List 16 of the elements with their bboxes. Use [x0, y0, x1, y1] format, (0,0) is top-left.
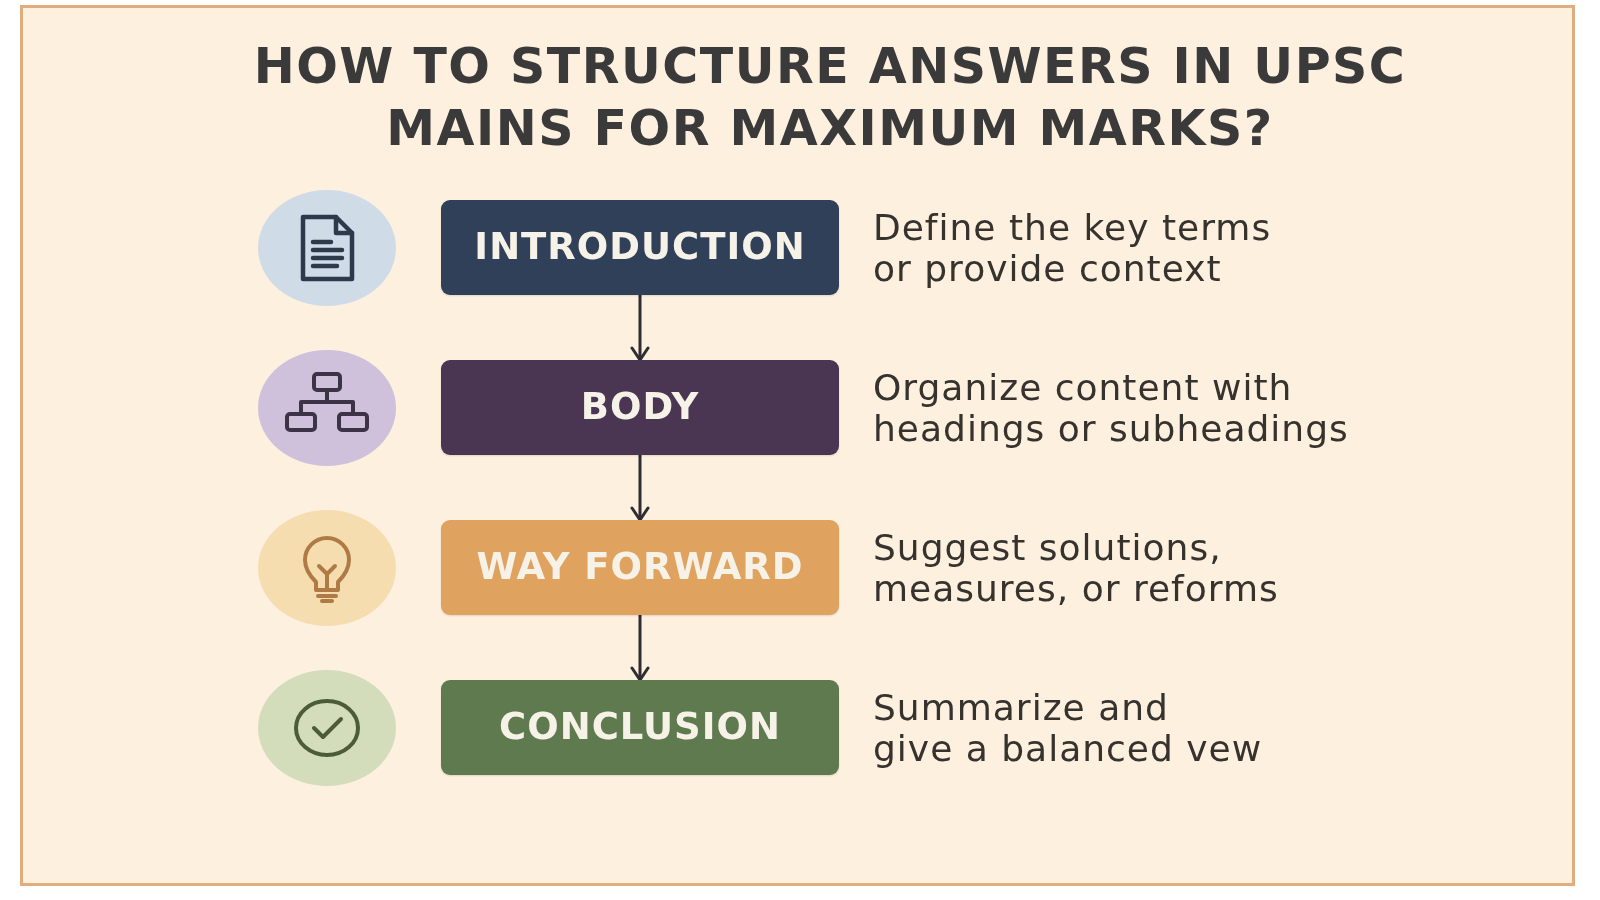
title-heading: HOW TO STRUCTURE ANSWERS IN UPSC MAINS FOR MAXIMUM MARKS?	[252, 37, 1408, 159]
step-title: BODY	[580, 386, 700, 429]
step-box	[441, 200, 839, 295]
description-text: Summarize and give a balanced vew	[873, 686, 1263, 769]
description-text: Suggest solutions, measures, or reforms	[873, 526, 1279, 609]
step-title: INTRODUCTION	[474, 226, 806, 269]
arrow	[630, 453, 650, 522]
description-text: Define the key terms or provide context	[873, 206, 1272, 289]
step-title: CONCLUSION	[499, 706, 781, 749]
description-text: Organize content with headings or subheadings	[873, 366, 1349, 449]
step-box	[441, 520, 839, 615]
arrow	[630, 613, 650, 682]
arrow	[630, 293, 650, 362]
step-box	[441, 360, 839, 455]
step-box	[441, 680, 839, 775]
step-title: WAY FORWARD	[476, 546, 804, 589]
